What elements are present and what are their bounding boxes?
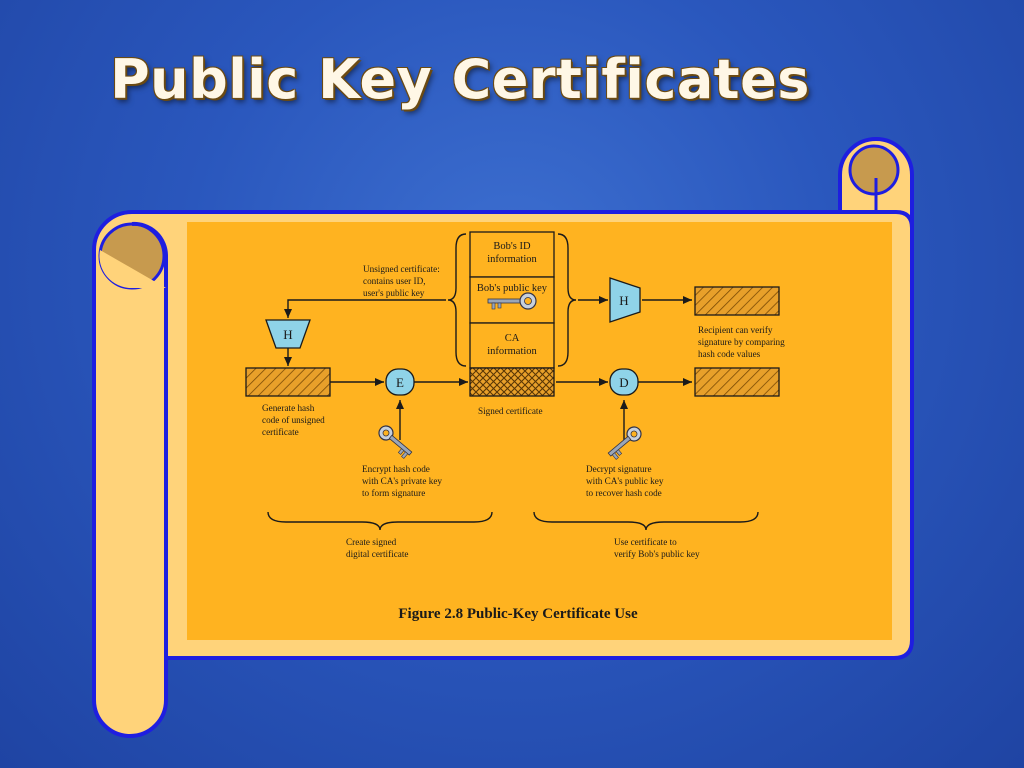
recipient-note-3: hash code values [698,349,761,359]
encrypt-note-1: Encrypt hash code [362,464,430,474]
create-note-2: digital certificate [346,549,409,559]
use-note-2: verify Bob's public key [614,549,700,559]
h-right-label: H [619,293,628,308]
bobs-public-key-icon [487,292,537,310]
recipient-note-2: signature by comparing [698,337,785,347]
hash-code-block-right-bottom [694,367,780,397]
decrypt-note-1: Decrypt signature [586,464,652,474]
generate-note-2: code of unsigned [262,415,325,425]
create-note-1: Create signed [346,537,397,547]
use-brace [533,511,759,531]
unsigned-note-1: Unsigned certificate: [363,264,440,274]
signature-block [469,367,555,397]
cert-id-line2: information [487,254,537,265]
cert-key-label: Bob's public key [477,283,548,294]
recipient-note-1: Recipient can verify [698,325,773,335]
decrypt-note-3: to recover hash code [586,488,662,498]
e-label: E [396,375,404,390]
create-brace [267,511,493,531]
hash-code-block-left [245,367,331,397]
hash-function-right [609,277,641,323]
encrypt-note-3: to form signature [362,488,425,498]
signed-note: Signed certificate [478,406,543,416]
unsigned-note-2: contains user ID, [363,276,426,286]
cert-ca-line2: information [487,346,537,357]
d-label: D [619,375,628,390]
left-flow-lines [284,299,468,440]
decrypt-node [609,368,639,396]
left-brace [447,233,467,367]
right-flow-lines [556,296,692,440]
figure-caption: Figure 2.8 Public-Key Certificate Use [398,606,638,622]
encrypt-node [385,368,415,396]
generate-note-1: Generate hash [262,403,315,413]
decrypt-note-2: with CA's public key [586,476,664,486]
right-brace [557,233,577,367]
slide-title: Public Key Certificates [110,48,810,111]
scroll-left-curl [98,221,169,658]
generate-note-3: certificate [262,427,299,437]
encrypt-note-2: with CA's private key [362,476,442,486]
cert-id-line1: Bob's ID [493,241,531,252]
use-note-1: Use certificate to [614,537,677,547]
hash-function-left [265,319,311,349]
h-left-label: H [283,327,292,342]
hash-code-block-right-top [694,286,780,316]
ca-public-key-icon [607,426,642,460]
ca-private-key-icon [378,425,413,459]
unsigned-note-3: user's public key [363,288,425,298]
cert-ca-line1: CA [505,333,520,344]
